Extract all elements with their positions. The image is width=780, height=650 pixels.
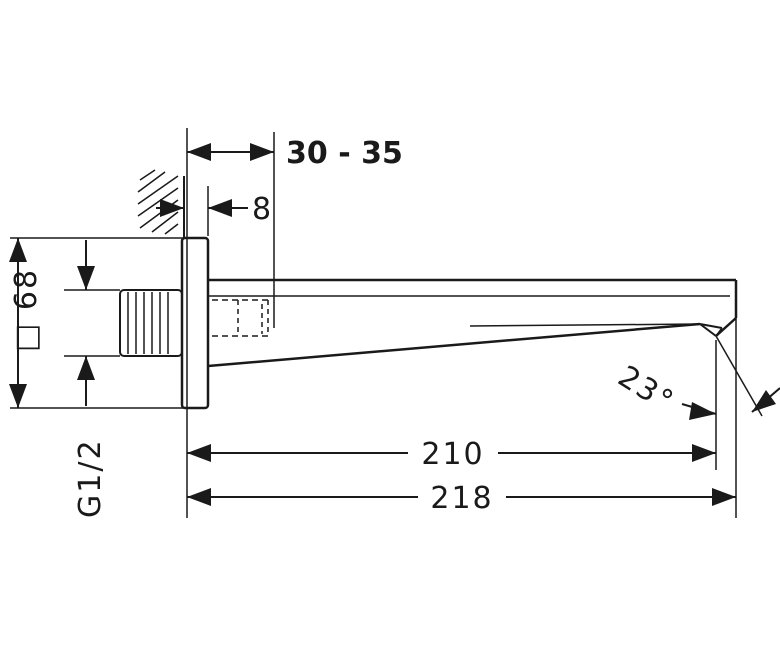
dimension-spout-length-total: 218 [187, 481, 736, 516]
connection-label: G1/2 [73, 438, 108, 518]
spout-length-inner-label: 210 [421, 437, 484, 472]
dimension-plate-offset: 8 [156, 192, 273, 227]
spout-body [207, 278, 738, 368]
wall-range-label: 30 - 35 [286, 136, 403, 171]
inner-fitting [212, 299, 269, 337]
dimension-plate-size: □ 68 [9, 238, 44, 408]
plate-offset-label: 8 [252, 192, 273, 227]
threaded-connector [119, 289, 183, 357]
angle-label: 23° [612, 359, 681, 420]
wall-hatch [137, 169, 185, 238]
extension-lines [10, 128, 737, 518]
dimension-connection: G1/2 [73, 240, 108, 518]
spout-length-total-label: 218 [430, 481, 493, 516]
dimension-spout-length-inner: 210 [187, 437, 716, 472]
dimension-angle: 23° [612, 335, 780, 420]
plate-size-label: □ 68 [9, 268, 44, 352]
mounting-plate [180, 236, 210, 410]
dimension-wall-range: 30 - 35 [187, 136, 403, 171]
